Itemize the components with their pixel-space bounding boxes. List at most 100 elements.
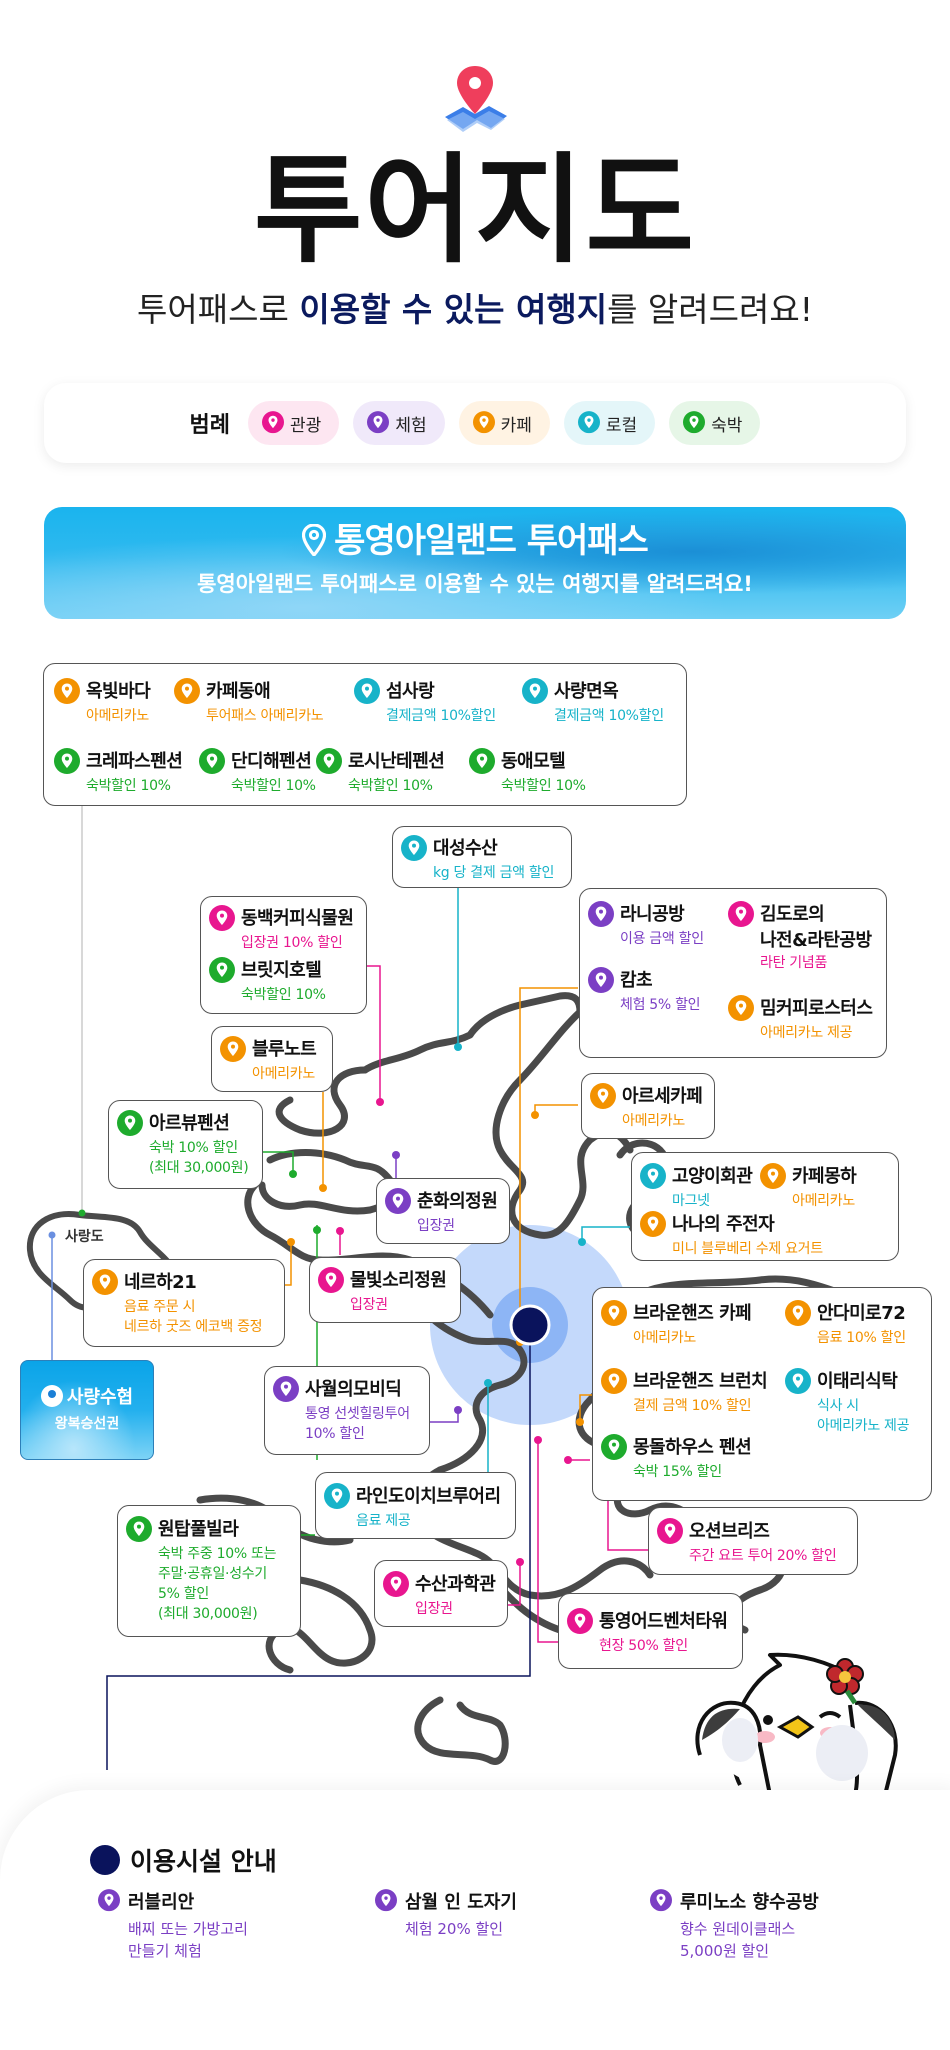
legend-chip-stay: 숙박 xyxy=(669,401,761,445)
banner-title: 통영아일랜드 투어패스 xyxy=(44,519,906,563)
facility-samwol-ceramics[interactable]: 삼월 인 도자기 체험 20% 할인 xyxy=(375,1888,517,1940)
legend-chip-cafe: 카페 xyxy=(458,401,550,445)
facility-lovelyan[interactable]: 러블리안 배찌 또는 가방고리 만들기 체험 xyxy=(98,1888,248,1962)
pin-icon xyxy=(683,411,705,435)
experience-pin-icon xyxy=(588,967,614,995)
local-pin-icon xyxy=(785,1368,811,1396)
cafe-pin-icon xyxy=(728,995,754,1023)
cafe-pin-icon xyxy=(601,1300,627,1328)
pin-icon xyxy=(262,411,284,435)
legend-chip-experience: 체험 xyxy=(353,401,445,445)
stay-pin-icon xyxy=(601,1434,627,1462)
stay-pin-icon xyxy=(117,1110,143,1138)
cafe-pin-icon xyxy=(590,1083,616,1111)
experience-pin-icon xyxy=(650,1888,672,1914)
saryang-suhyup-card[interactable]: 사량수협 왕복승선권 xyxy=(20,1360,154,1460)
sightseeing-pin-icon xyxy=(318,1267,344,1295)
legend-title: 범례 xyxy=(189,413,231,438)
stay-pin-icon xyxy=(199,748,225,776)
legend: 범례 관광 체험 카페 로컬 숙박 xyxy=(44,383,906,463)
seagull-mascot-illustration xyxy=(695,1652,898,1795)
location-pin-icon xyxy=(40,1385,63,1407)
experience-pin-icon xyxy=(385,1188,411,1216)
local-pin-icon xyxy=(324,1483,350,1511)
cafe-pin-icon xyxy=(601,1368,627,1396)
pin-icon xyxy=(578,411,600,435)
tourpass-banner: 통영아일랜드 투어패스 통영아일랜드 투어패스로 이용할 수 있는 여행지를 알… xyxy=(44,507,906,619)
location-pin-icon xyxy=(302,524,327,556)
experience-pin-icon xyxy=(98,1888,120,1914)
page-title: 투어지도 xyxy=(253,141,697,279)
stay-pin-icon xyxy=(469,748,495,776)
sightseeing-pin-icon xyxy=(567,1608,593,1636)
navy-dot-icon xyxy=(90,1845,120,1875)
facilities-heading: 이용시설 안내 xyxy=(90,1842,277,1878)
experience-pin-icon xyxy=(273,1376,299,1404)
cafe-pin-icon xyxy=(54,678,80,706)
local-pin-icon xyxy=(354,678,380,706)
cafe-pin-icon xyxy=(640,1211,666,1239)
stay-pin-icon xyxy=(209,957,235,985)
facilities-section: 이용시설 안내 러블리안 배찌 또는 가방고리 만들기 체험 삼월 인 도자기 … xyxy=(0,1760,950,2050)
page-subtitle: 투어패스로 이용할 수 있는 여행지를 알려드려요! xyxy=(137,290,813,329)
pin-icon xyxy=(473,411,495,435)
stay-pin-icon xyxy=(126,1516,152,1544)
sightseeing-pin-icon xyxy=(728,901,754,929)
stay-pin-icon xyxy=(54,748,80,776)
legend-chip-sightseeing: 관광 xyxy=(248,401,340,445)
cafe-pin-icon xyxy=(174,678,200,706)
local-pin-icon xyxy=(522,678,548,706)
stay-pin-icon xyxy=(316,748,342,776)
cafe-pin-icon xyxy=(760,1163,786,1191)
cafe-pin-icon xyxy=(785,1300,811,1328)
legend-chip-local: 로컬 xyxy=(563,401,656,445)
experience-pin-icon xyxy=(375,1888,397,1914)
local-pin-icon xyxy=(401,835,427,863)
local-pin-icon xyxy=(640,1163,666,1191)
experience-pin-icon xyxy=(588,901,614,929)
facility-luminoso-perfume[interactable]: 루미노소 향수공방 향수 원데이클래스 5,000원 할인 xyxy=(650,1888,819,1962)
sightseeing-pin-icon xyxy=(657,1518,683,1546)
sightseeing-pin-icon xyxy=(209,905,235,933)
cafe-pin-icon xyxy=(220,1036,246,1064)
